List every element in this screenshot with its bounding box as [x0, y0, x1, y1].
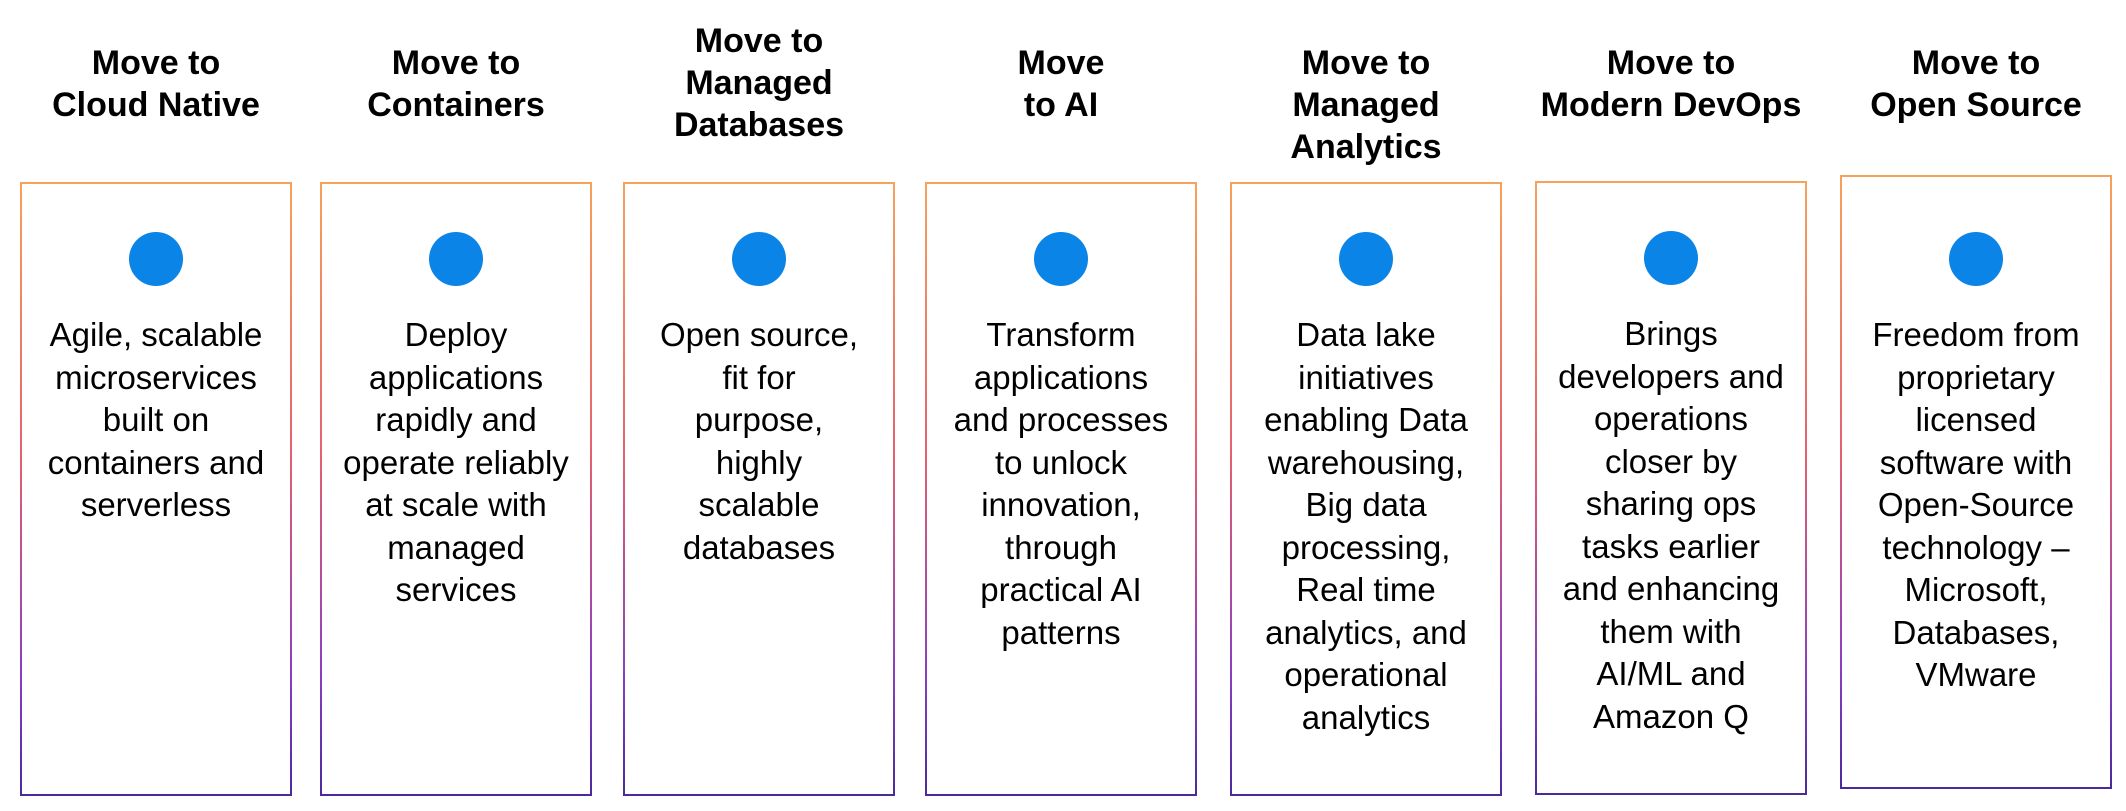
column-description: Freedom from proprietary licensed softwa…: [1872, 316, 2080, 693]
column-card: Data lake initiatives enabling Data ware…: [1230, 182, 1502, 796]
column-card: Deploy applications rapidly and operate …: [320, 182, 592, 796]
column-title: Move to AI: [1017, 44, 1105, 124]
circle-icon: [1644, 231, 1698, 285]
circle-icon: [1034, 232, 1088, 286]
column-description: Open source, fit for purpose, highly sca…: [659, 316, 859, 566]
column-description: Transform applications and processes to …: [953, 316, 1169, 651]
circle-icon: [1339, 232, 1393, 286]
column-card: Open source, fit for purpose, highly sca…: [623, 182, 895, 796]
column-card: Transform applications and processes to …: [925, 182, 1197, 796]
circle-icon: [1949, 232, 2003, 286]
column-title: Move to Containers: [367, 44, 545, 124]
circle-icon: [732, 232, 786, 286]
circle-icon: [429, 232, 483, 286]
column-title: Move to Modern DevOps: [1540, 44, 1802, 124]
column-card: Agile, scalable microservices built on c…: [20, 182, 292, 796]
column-description: Deploy applications rapidly and operate …: [343, 316, 569, 608]
column-card: Freedom from proprietary licensed softwa…: [1840, 175, 2112, 789]
column-title: Move to Managed Databases: [673, 22, 845, 144]
circle-icon: [129, 232, 183, 286]
column-title: Move to Managed Analytics: [1290, 44, 1442, 166]
column-title: Move to Cloud Native: [52, 44, 260, 124]
column-card: Brings developers and operations closer …: [1535, 181, 1807, 795]
column-description: Data lake initiatives enabling Data ware…: [1264, 316, 1468, 736]
column-title: Move to Open Source: [1870, 44, 2082, 124]
column-description: Agile, scalable microservices built on c…: [47, 316, 265, 523]
column-description: Brings developers and operations closer …: [1558, 315, 1784, 735]
